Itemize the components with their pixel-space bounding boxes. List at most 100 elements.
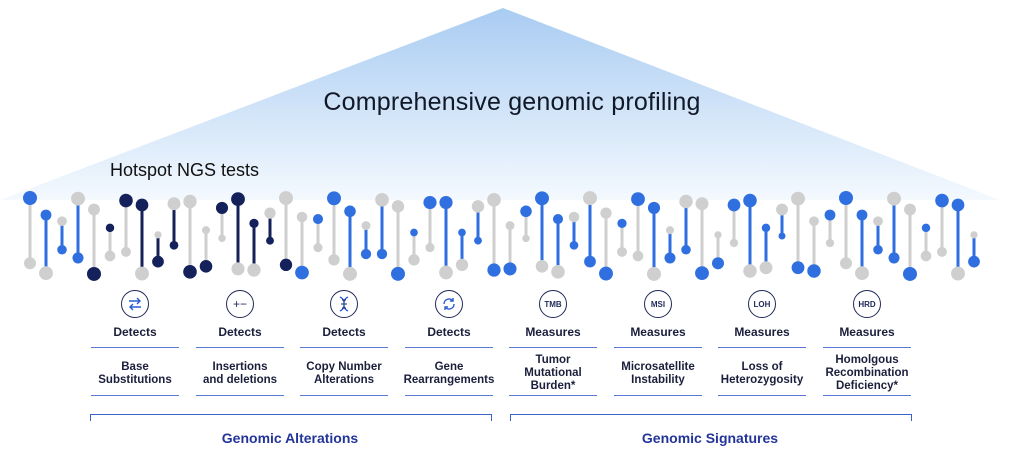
divider bbox=[614, 395, 702, 396]
column-verb: Measures bbox=[630, 325, 686, 339]
helix-node bbox=[487, 263, 501, 277]
helix-node bbox=[154, 231, 162, 239]
column-label: Tumor Mutational Burden* bbox=[524, 354, 582, 392]
helix-node bbox=[647, 266, 661, 281]
helix-node bbox=[455, 258, 469, 272]
helix-node bbox=[376, 248, 388, 260]
helix-node bbox=[522, 234, 530, 243]
helix-node bbox=[104, 250, 116, 262]
column-loh: LOH Measures Loss of Heterozygosity bbox=[712, 290, 812, 396]
helix-node bbox=[503, 262, 517, 276]
helix-node bbox=[535, 191, 549, 206]
helix-node bbox=[569, 240, 579, 250]
column-verb: Detects bbox=[427, 325, 471, 339]
group-label-signatures: Genomic Signatures bbox=[641, 430, 779, 446]
refresh-icon bbox=[435, 290, 463, 318]
hotspot-label: Hotspot NGS tests bbox=[110, 160, 260, 180]
column-verb: Measures bbox=[734, 325, 790, 339]
helix-node bbox=[439, 195, 453, 210]
column-gene-rearrangements: Detects Gene Rearrangements bbox=[399, 290, 499, 396]
divider bbox=[300, 347, 388, 348]
helix-node bbox=[664, 252, 676, 264]
helix-node bbox=[505, 221, 515, 231]
helix-node bbox=[681, 244, 691, 255]
helix-node bbox=[71, 191, 85, 206]
helix-node bbox=[617, 218, 627, 229]
helix-node bbox=[520, 205, 532, 218]
helix-node bbox=[119, 193, 133, 208]
column-verb: Detects bbox=[113, 325, 157, 339]
helix-node bbox=[231, 262, 245, 276]
divider bbox=[405, 347, 493, 348]
helix-node bbox=[951, 266, 965, 281]
tmb-icon: TMB bbox=[539, 290, 567, 318]
divider bbox=[196, 347, 284, 348]
divider bbox=[196, 395, 284, 396]
helix-node bbox=[647, 201, 661, 215]
helix-node bbox=[856, 209, 868, 221]
helix-node bbox=[714, 231, 722, 239]
column-copy-number: Detects Copy Number Alterations bbox=[294, 290, 394, 396]
helix-node bbox=[873, 244, 883, 255]
helix-node bbox=[295, 265, 309, 280]
helix-node bbox=[568, 211, 580, 223]
helix-node bbox=[839, 257, 853, 270]
helix-node bbox=[249, 218, 259, 229]
helix-node bbox=[39, 266, 53, 281]
helix-node bbox=[839, 191, 853, 205]
helix-node bbox=[887, 191, 901, 206]
helix-node bbox=[888, 252, 900, 264]
helix-node bbox=[809, 216, 819, 227]
helix-node bbox=[471, 200, 485, 213]
column-hrd: HRD Measures Homolgous Recombination Def… bbox=[817, 290, 917, 396]
helix-node bbox=[266, 236, 274, 245]
plus-minus-icon: +− bbox=[226, 290, 254, 318]
helix-node bbox=[343, 266, 357, 281]
column-verb: Detects bbox=[322, 325, 366, 339]
helix-node bbox=[631, 192, 645, 207]
helix-node bbox=[903, 266, 917, 281]
column-label: Base Substitutions bbox=[98, 360, 172, 386]
helix-node bbox=[776, 203, 788, 216]
column-insertions-deletions: +− Detects Insertions and deletions bbox=[190, 290, 290, 396]
helix-node bbox=[679, 194, 693, 209]
helix-node bbox=[23, 191, 37, 205]
helix-node bbox=[855, 266, 869, 281]
helix-node bbox=[825, 238, 835, 248]
helix-node bbox=[920, 250, 932, 262]
helix-node bbox=[935, 193, 949, 208]
helix-node bbox=[968, 255, 980, 268]
helix-node bbox=[458, 228, 466, 237]
helix-node bbox=[921, 223, 931, 233]
helix-node bbox=[552, 214, 564, 225]
msi-icon: MSI bbox=[644, 290, 672, 318]
helix-node bbox=[807, 264, 821, 278]
helix-node bbox=[183, 194, 197, 209]
helix-node bbox=[423, 195, 437, 210]
helix-node bbox=[761, 223, 771, 233]
helix-node bbox=[264, 207, 276, 219]
helix-node bbox=[167, 197, 181, 211]
helix-node bbox=[759, 261, 773, 275]
loh-icon: LOH bbox=[748, 290, 776, 318]
helix-node bbox=[201, 226, 211, 235]
helix-node bbox=[617, 246, 627, 257]
helix-node bbox=[199, 260, 213, 273]
helix-node bbox=[279, 191, 293, 206]
helix-node bbox=[439, 265, 453, 280]
helix-node bbox=[40, 209, 52, 221]
helix-node bbox=[57, 216, 67, 227]
divider bbox=[91, 395, 179, 396]
helix-node bbox=[487, 192, 501, 207]
divider bbox=[823, 347, 911, 348]
helix-node bbox=[408, 254, 420, 266]
column-tmb: TMB Measures Tumor Mutational Burden* bbox=[503, 290, 603, 396]
helix-node bbox=[279, 258, 293, 271]
helix-node bbox=[247, 263, 261, 277]
helix-node bbox=[360, 248, 372, 260]
helix-node bbox=[551, 265, 565, 279]
helix-node bbox=[824, 209, 836, 221]
hrd-icon: HRD bbox=[853, 290, 881, 318]
helix-node bbox=[215, 201, 229, 215]
